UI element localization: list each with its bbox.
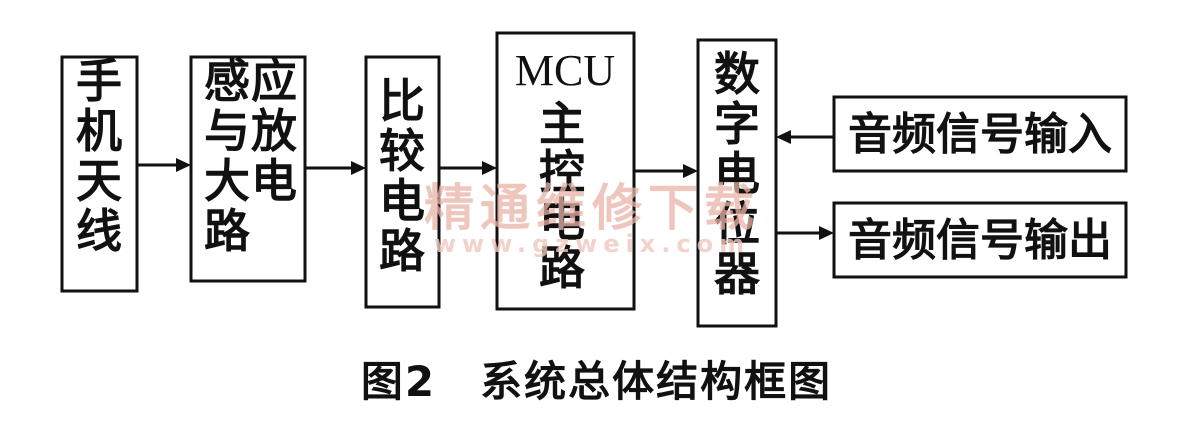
- connector-audio-input-to-potentiometer: [776, 130, 834, 144]
- block-audio-output: 音频信号输出: [832, 201, 1128, 279]
- block-comparator-label: 比较电路: [379, 74, 426, 278]
- figure-number: 图2: [360, 357, 437, 406]
- figure-caption: 图2 系统总体结构框图: [0, 348, 1193, 409]
- block-comparator: 比较电路: [364, 55, 441, 309]
- block-amplifier-label: 感与大路应放电: [204, 54, 297, 258]
- block-mcu-label: 主控电路: [539, 97, 586, 295]
- block-potentiometer-label: 数字电位器: [714, 47, 761, 301]
- block-audio-input-label: 音频信号输入: [848, 109, 1112, 160]
- block-antenna: 手机天线: [60, 54, 139, 293]
- connector-comparator-to-mcu: [439, 161, 497, 175]
- figure-title: 系统总体结构框图: [480, 357, 833, 406]
- connector-potentiometer-to-audio-output: [776, 226, 834, 240]
- block-mcu: MCU 主控电路: [495, 31, 636, 311]
- connector-amplifier-to-comparator: [305, 161, 366, 175]
- block-antenna-label: 手机天线: [76, 54, 122, 258]
- block-potentiometer: 数字电位器: [696, 38, 778, 328]
- watermark-url: www.gzweix.com: [434, 230, 750, 258]
- block-audio-output-label: 音频信号输出: [848, 215, 1112, 266]
- block-audio-input: 音频信号输入: [832, 95, 1128, 173]
- block-amplifier: 感与大路应放电: [189, 54, 307, 283]
- connector-mcu-to-potentiometer: [634, 164, 698, 178]
- watermark-cn: 精通维修下载: [424, 178, 760, 237]
- block-mcu-title: MCU: [515, 46, 615, 95]
- connector-antenna-to-amplifier: [137, 158, 191, 172]
